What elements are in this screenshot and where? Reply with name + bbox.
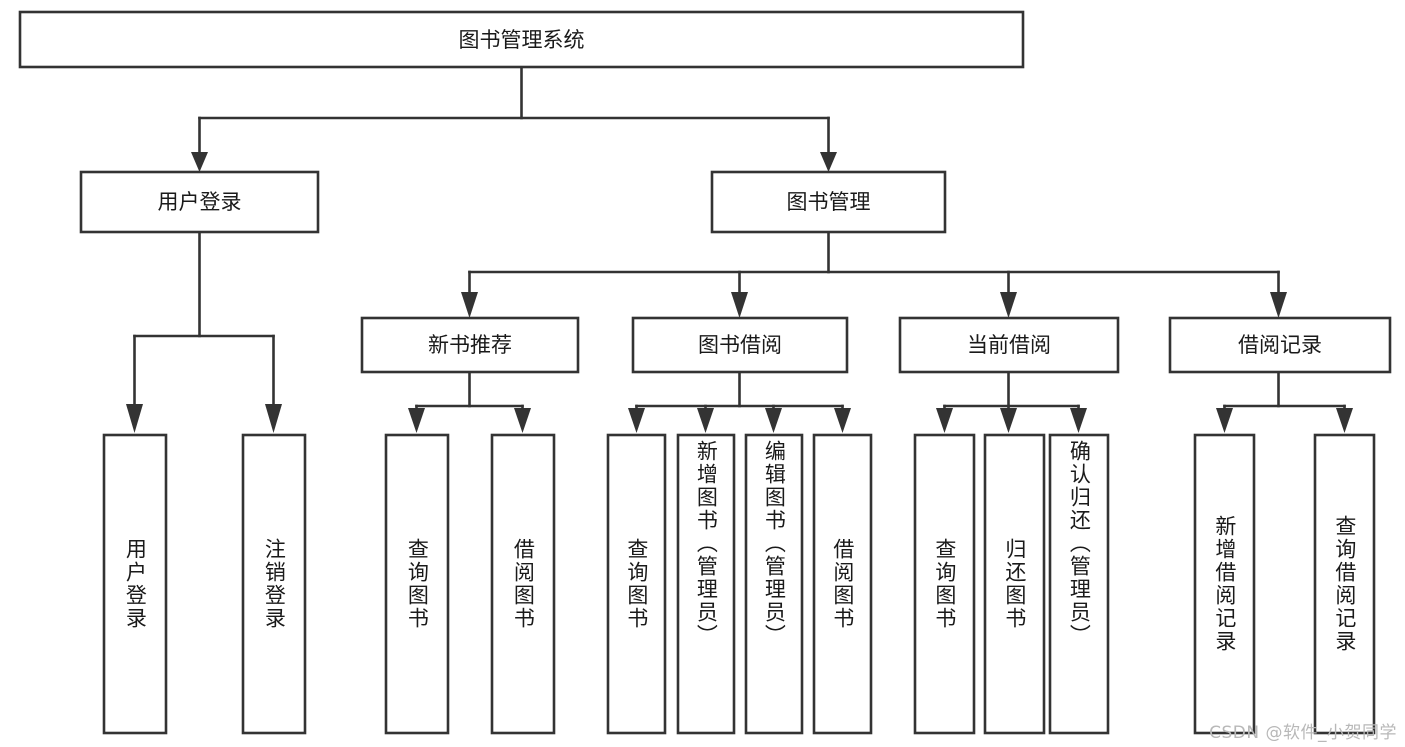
node-leaf-query-book-borrow[interactable] [606, 433, 667, 735]
node-user-login[interactable] [79, 170, 320, 234]
node-book-manage-label: 图书管理 [787, 190, 871, 214]
node-current-borrow-label: 当前借阅 [967, 333, 1051, 357]
node-borrow-record-label: 借阅记录 [1238, 333, 1322, 357]
arrow-head-leaf-borrow-book-2 [834, 408, 851, 433]
arrow-head-leaf-query-book-2 [628, 408, 645, 433]
arrow-head-leaf-add-book [697, 408, 714, 433]
node-leaf-query-borrow-record[interactable] [1313, 433, 1376, 735]
node-leaf-borrow-book-newbook[interactable] [490, 433, 556, 735]
arrow-head-user-login [191, 152, 208, 172]
arrow-head-book-manage [820, 152, 837, 172]
arrow-head-leaf-borrow-book-1 [514, 408, 531, 433]
node-root-system[interactable] [18, 10, 1025, 69]
node-current-borrow[interactable] [898, 316, 1120, 374]
arrow-head-current-borrow [1000, 292, 1017, 318]
node-user-login-label: 用户登录 [158, 190, 242, 214]
node-leaf-query-book-current[interactable] [913, 433, 976, 735]
node-leaf-query-book-newbook[interactable] [384, 433, 450, 735]
node-leaf-return-book[interactable] [983, 433, 1046, 735]
arrow-head-leaf-query-book-1 [408, 408, 425, 433]
node-leaf-borrow-book-borrow[interactable] [812, 433, 873, 735]
arrow-head-leaf-logout [265, 404, 282, 433]
arrow-head-leaf-confirm-return [1070, 408, 1087, 433]
node-borrow-record[interactable] [1168, 316, 1392, 374]
node-new-book-recommend[interactable] [360, 316, 580, 374]
node-new-book-recommend-label: 新书推荐 [428, 333, 512, 357]
node-root-system-label: 图书管理系统 [459, 28, 585, 52]
arrow-head-leaf-user-login [126, 404, 143, 433]
arrow-head-leaf-query-record [1336, 408, 1353, 433]
node-book-borrow[interactable] [631, 316, 849, 374]
node-book-manage[interactable] [710, 170, 947, 234]
arrow-head-leaf-add-record [1216, 408, 1233, 433]
node-leaf-confirm-return[interactable] [1048, 433, 1110, 735]
node-leaf-add-borrow-record[interactable] [1193, 433, 1256, 735]
node-leaf-user-login[interactable] [102, 433, 168, 735]
arrow-head-leaf-query-book-3 [936, 408, 953, 433]
arrow-head-leaf-edit-book [765, 408, 782, 433]
node-book-borrow-label: 图书借阅 [698, 333, 782, 357]
arrow-head-new-book [461, 292, 478, 318]
arrow-head-borrow-record [1270, 292, 1287, 318]
node-leaf-edit-book[interactable] [744, 433, 804, 735]
arrow-head-book-borrow [731, 292, 748, 318]
node-leaf-logout[interactable] [241, 433, 307, 735]
arrow-head-leaf-return-book [1000, 408, 1017, 433]
node-leaf-add-book[interactable] [676, 433, 736, 735]
watermark-text: CSDN @软件_小贺同学 [1209, 723, 1397, 743]
